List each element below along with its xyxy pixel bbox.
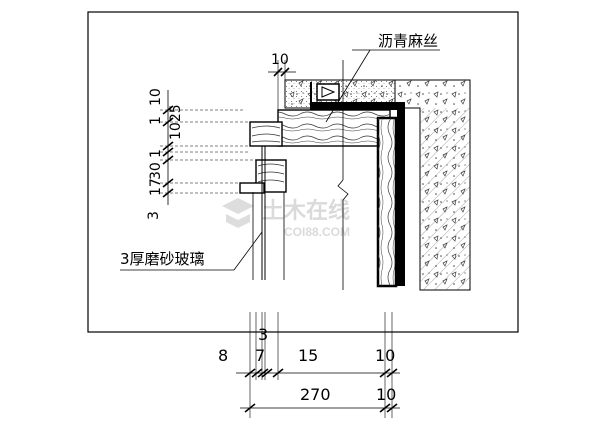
top-dimension xyxy=(268,60,296,122)
left-dim-1b: 1 xyxy=(148,149,164,158)
wood-frame-horizontal xyxy=(277,109,391,147)
wood-frame-vertical xyxy=(376,116,398,288)
bottom-dim-8: 8 xyxy=(218,346,228,365)
left-dim-30: 30 xyxy=(148,162,164,180)
top-dim-label: 10 xyxy=(271,52,289,68)
asphalt-hemp-leader xyxy=(325,49,440,123)
bottom-dimension-row-2 xyxy=(236,368,400,378)
drawing-frame xyxy=(87,11,519,333)
bottom-dimension-row-3 xyxy=(240,403,400,413)
bottom-dim-15: 15 xyxy=(298,346,318,365)
left-dim-1025: 1025 xyxy=(168,104,184,140)
watermark-logo-icon xyxy=(222,198,254,228)
glass-label: 3厚磨砂玻璃 xyxy=(120,250,205,268)
bottom-dim-270: 270 xyxy=(300,385,331,404)
wood-stop-lower xyxy=(239,159,287,194)
left-dim-10: 10 xyxy=(148,88,164,106)
left-dim-1a: 1 xyxy=(148,116,164,125)
frosted-glass xyxy=(252,146,285,280)
bottom-dim-3: 3 xyxy=(258,325,268,344)
watermark: 土木在线 COI88.COM xyxy=(222,198,350,239)
bottom-dim-7: 7 xyxy=(255,346,265,365)
watermark-en: COI88.COM xyxy=(284,225,350,239)
steel-angle xyxy=(310,82,405,286)
watermark-cn: 土木在线 xyxy=(262,198,350,223)
left-dim-17: 17 xyxy=(148,178,164,196)
bottom-dim-10a: 10 xyxy=(375,346,395,365)
wood-stop-upper xyxy=(249,121,283,147)
left-dimension-chain xyxy=(160,90,256,205)
break-line xyxy=(337,60,349,290)
asphalt-hemp-label: 沥青麻丝 xyxy=(378,32,438,50)
glass-leader xyxy=(120,231,263,271)
concrete-wall xyxy=(394,79,471,291)
bottom-extension-lines xyxy=(249,312,393,418)
left-dim-3: 3 xyxy=(146,211,162,220)
bottom-dim-10b: 10 xyxy=(376,385,396,404)
